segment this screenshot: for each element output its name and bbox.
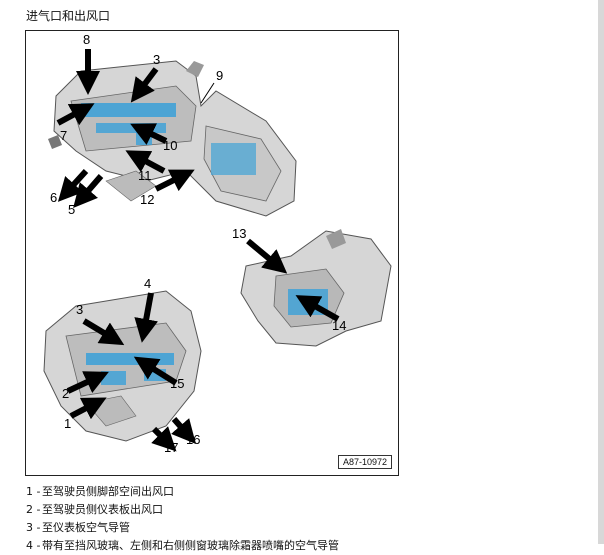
legend-item: 2 -至驾驶员侧仪表板出风口 (26, 501, 339, 519)
page-title: 进气口和出风口 (26, 9, 111, 23)
callout-3: 3 (153, 52, 161, 67)
callout-11: 11 (138, 168, 152, 183)
diagram-figure: 8 3 9 7 10 11 6 5 12 13 14 3 4 2 15 1 17… (25, 30, 399, 476)
callout-5: 5 (68, 202, 76, 217)
callout-12: 12 (140, 192, 155, 207)
callout-15: 15 (170, 376, 185, 391)
legend-number: 2 - (26, 503, 41, 516)
callout-8: 8 (83, 32, 91, 47)
callout-13: 13 (232, 226, 247, 241)
right-unit-arrows (246, 238, 340, 322)
callout-7: 7 (60, 128, 68, 143)
legend-text: 至驾驶员侧脚部空间出风口 (42, 485, 174, 498)
callout-6: 6 (50, 190, 58, 205)
leader-line-9 (200, 82, 215, 104)
callout-16: 16 (186, 432, 201, 447)
callout-3b: 3 (76, 302, 84, 317)
top-hvac-unit (48, 60, 297, 217)
callout-9: 9 (216, 68, 224, 83)
legend-number: 4 - (26, 539, 41, 552)
callout-1: 1 (64, 416, 72, 431)
top-unit-arrows (56, 49, 195, 209)
legend-number: 3 - (26, 521, 41, 534)
bottom-unit-arrows (66, 292, 196, 452)
legend-item: 3 -至仪表板空气导管 (26, 519, 339, 537)
diagram-illustration (43, 49, 392, 452)
legend-text: 带有至挡风玻璃、左侧和右侧侧窗玻璃除霜器喷嘴的空气导管 (42, 539, 339, 552)
callout-2: 2 (62, 386, 70, 401)
scrollbar-track[interactable] (598, 0, 604, 544)
callout-10: 10 (163, 138, 178, 153)
callout-17: 17 (164, 440, 179, 455)
legend-item: 1 -至驾驶员侧脚部空间出风口 (26, 483, 339, 501)
legend-text: 至仪表板空气导管 (42, 521, 130, 534)
callout-4: 4 (144, 276, 152, 291)
figure-id-label: A87-10972 (337, 455, 392, 469)
legend-text: 至驾驶员侧仪表板出风口 (42, 503, 163, 516)
callout-14: 14 (332, 318, 347, 333)
right-hvac-unit (240, 229, 392, 347)
legend-list: 1 -至驾驶员侧脚部空间出风口 2 -至驾驶员侧仪表板出风口 3 -至仪表板空气… (26, 483, 339, 555)
legend-number: 1 - (26, 485, 41, 498)
legend-item: 4 -带有至挡风玻璃、左侧和右侧侧窗玻璃除霜器喷嘴的空气导管 (26, 537, 339, 555)
